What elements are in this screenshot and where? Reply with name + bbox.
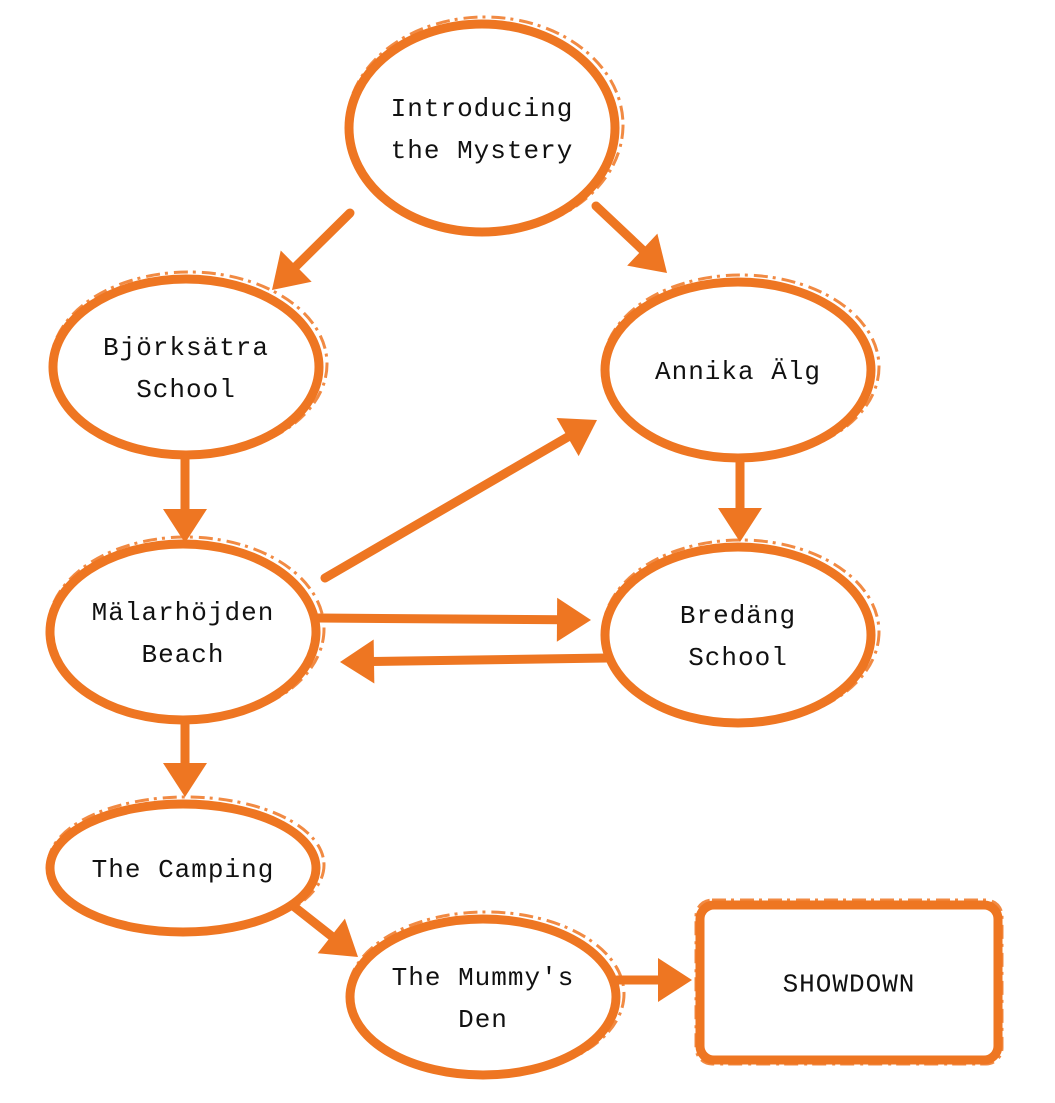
- node-ellipse-outline: [49, 270, 329, 458]
- edge-mummy-to-showdown: [612, 958, 692, 1002]
- arrowhead: [317, 918, 358, 957]
- arrowhead: [163, 509, 207, 543]
- node-label: The Camping: [92, 855, 275, 885]
- edge-line: [365, 653, 612, 667]
- node-ellipse-outline: [601, 273, 881, 461]
- node-showdown: SHOWDOWN: [694, 898, 1004, 1066]
- edge-line: [287, 900, 339, 943]
- edge-annika-to-bredang: [718, 457, 762, 542]
- edge-line: [320, 430, 576, 583]
- arrowhead: [556, 418, 597, 457]
- arrowhead: [163, 763, 207, 797]
- edge-bredang-to-malarhojden: [340, 639, 612, 684]
- node-label: Introducing: [391, 94, 574, 124]
- arrowhead: [340, 639, 375, 684]
- node-ellipse: [600, 542, 876, 728]
- edge-malarhojden-to-annika: [320, 418, 597, 583]
- edge-malarhojden-to-camping: [163, 718, 207, 797]
- node-ellipse-outline: [601, 538, 881, 726]
- node-ellipse-outline: [46, 795, 326, 935]
- node-rect-outline: [694, 898, 1004, 1066]
- node-rect: [695, 900, 1003, 1065]
- node-label: the Mystery: [391, 136, 574, 166]
- edge-bjorksatra-to-malarhojden: [163, 453, 207, 543]
- arrowhead: [556, 597, 591, 642]
- edge-malarhojden-to-bredang: [313, 597, 591, 642]
- node-label: Björksätra: [103, 333, 269, 363]
- node-ellipse-outline: [46, 535, 326, 723]
- node-label: Beach: [141, 640, 224, 670]
- node-ellipse: [45, 539, 321, 725]
- edge-intro-to-annika: [591, 201, 667, 273]
- node-label: School: [136, 375, 236, 405]
- node-label: Den: [458, 1005, 508, 1035]
- node-label: Annika Älg: [655, 357, 821, 387]
- arrowhead: [627, 233, 667, 273]
- node-label: Bredäng: [680, 601, 796, 631]
- arrowhead: [658, 958, 692, 1002]
- node-annika: Annika Älg: [600, 273, 881, 463]
- node-ellipse-outline: [345, 15, 625, 235]
- node-label: SHOWDOWN: [783, 970, 916, 1000]
- node-label: The Mummy's: [392, 963, 575, 993]
- node-ellipse: [600, 277, 876, 463]
- node-ellipse: [48, 274, 324, 460]
- edges-layer: [163, 201, 762, 1002]
- node-ellipse-outline: [346, 910, 626, 1078]
- arrowhead: [272, 250, 312, 290]
- edge-line: [591, 201, 650, 257]
- edge-line: [313, 613, 566, 625]
- edge-camping-to-mummy: [287, 900, 358, 957]
- node-label: Mälarhöjden: [92, 598, 275, 628]
- node-camping: The Camping: [45, 795, 326, 937]
- node-ellipse: [345, 914, 621, 1080]
- node-intro: Introducing the Mystery: [344, 15, 625, 237]
- edge-intro-to-bjorksatra: [272, 208, 355, 290]
- node-label: School: [688, 643, 788, 673]
- node-ellipse: [344, 19, 620, 237]
- arrowhead: [718, 508, 762, 542]
- edge-line: [288, 208, 355, 274]
